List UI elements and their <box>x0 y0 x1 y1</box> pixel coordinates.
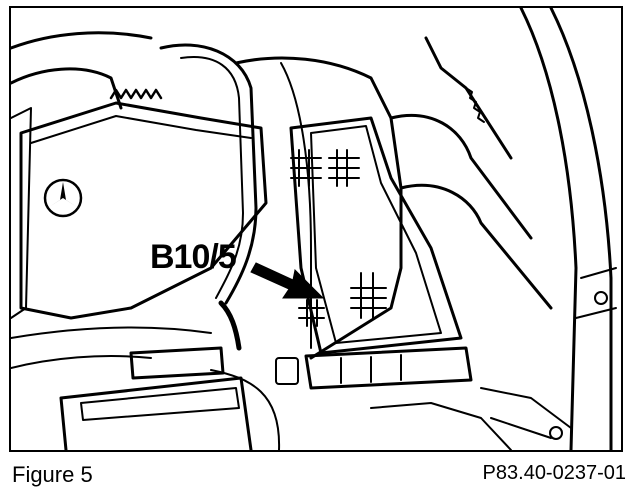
wire <box>210 369 281 450</box>
figure-label: Figure 5 <box>12 462 93 487</box>
figure-reference-code: P83.40-0237-01 <box>482 462 626 484</box>
front-lower-edge <box>370 402 512 450</box>
left-fender-edge <box>11 31 153 50</box>
sensor-block <box>304 346 473 390</box>
left-edge-panel <box>11 107 32 319</box>
dipstick-coil <box>465 87 485 123</box>
filter-grid-bottom <box>298 299 325 327</box>
filter-grid-top-left <box>290 149 322 187</box>
intake-duct-outer <box>159 43 258 305</box>
hose-clamp <box>218 300 242 351</box>
mercedes-star-icon <box>43 178 83 218</box>
right-fender-outer <box>549 8 613 450</box>
bolt-right-2 <box>549 426 563 440</box>
lower-crossmember <box>11 326 212 369</box>
engine-cover <box>19 101 268 320</box>
oil-cap-spring <box>109 88 163 100</box>
right-bracket <box>575 267 617 319</box>
small-cap <box>275 357 299 385</box>
center-shroud <box>234 56 403 360</box>
air-filter-panel <box>310 125 442 344</box>
dipstick <box>424 36 513 160</box>
right-fender-inner <box>519 8 578 450</box>
intake-duct-inner <box>180 56 244 299</box>
hose-lower <box>399 183 553 310</box>
left-strut-tower <box>11 67 123 110</box>
engine-cover-inner <box>30 115 252 144</box>
engine-bay-illustration <box>11 8 617 450</box>
bolt-right-1 <box>594 291 608 305</box>
callout-arrow <box>250 262 325 299</box>
center-shroud-ridge <box>280 62 312 349</box>
component-label-b10-5: B10/5 <box>150 238 237 276</box>
diagram-frame <box>9 6 623 452</box>
hose-upper <box>389 113 533 240</box>
connector-block <box>129 346 225 380</box>
right-lower-body <box>480 387 572 439</box>
filter-grid-mid <box>350 272 387 319</box>
sensor-block-ribs <box>340 354 402 384</box>
filter-grid-top-right <box>328 149 360 187</box>
battery-box-top <box>80 387 240 421</box>
